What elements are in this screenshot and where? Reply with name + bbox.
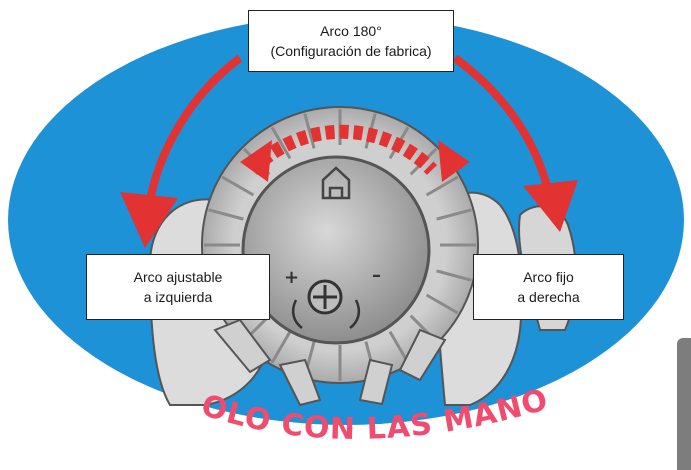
dial-ridge: [436, 208, 472, 221]
dial-icon: + –: [241, 155, 431, 345]
dial-ridge: [303, 113, 316, 149]
dial-ridge: [388, 330, 410, 364]
label-factory-arc: Arco 180° (Configuración de fabrica): [248, 10, 454, 72]
label-adjustable-left: Arco ajustable a izquierda: [86, 254, 270, 320]
plus-icon: +: [284, 267, 299, 288]
label-adjustable-left-line1: Arco ajustable: [133, 269, 223, 285]
dial-ridge: [425, 293, 459, 315]
dial-ridge: [436, 269, 472, 282]
dial-ridge: [221, 175, 255, 197]
label-adjustable-left-line2: a izquierda: [143, 289, 213, 305]
label-factory-arc-line2: (Configuración de fabrica): [270, 43, 432, 59]
dial-ridge: [270, 126, 292, 160]
arrow-left-icon: [120, 54, 243, 248]
screw-icon: [307, 279, 343, 315]
dial-ridge: [208, 208, 244, 221]
dial-ridge: [270, 330, 292, 364]
minus-icon: –: [372, 265, 381, 286]
label-fixed-right: Arco fijo a derecha: [473, 254, 624, 320]
label-factory-arc-line1: Arco 180°: [320, 23, 382, 39]
arrow-right-icon: [452, 54, 578, 232]
label-fixed-right-line1: Arco fijo: [523, 269, 574, 285]
dial-bottom-ribs: [213, 318, 447, 407]
edge-tab: [677, 338, 691, 470]
label-fixed-right-line2: a derecha: [517, 289, 580, 305]
arrow-arc-icon: [240, 140, 470, 182]
house-icon: [321, 166, 351, 200]
dial-ridge: [425, 175, 459, 197]
